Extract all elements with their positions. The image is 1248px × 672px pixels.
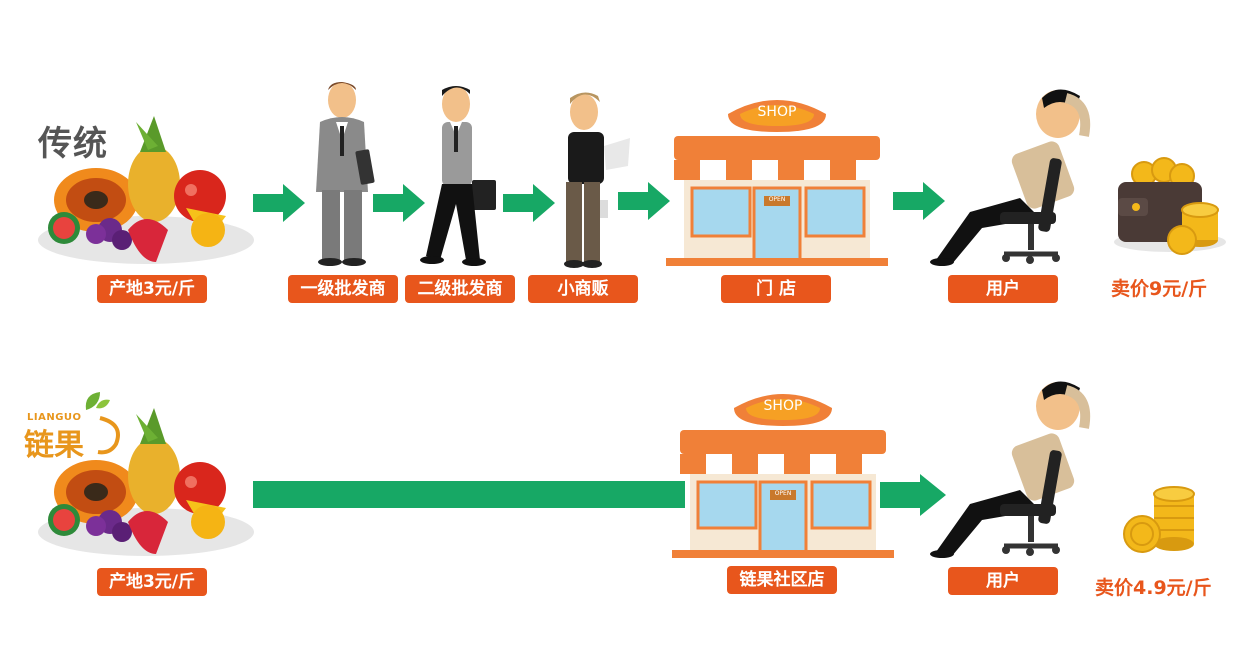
fruit-pile-icon	[38, 408, 254, 556]
wallet-coins-icon	[1114, 157, 1226, 255]
stage-label-wholesaler-2: 二级批发商	[405, 275, 515, 303]
arrow-icon	[503, 184, 555, 222]
coins-stack-icon	[1123, 486, 1195, 553]
traditional-title: 传统	[38, 124, 108, 164]
price-traditional: 卖价9元/斤	[1111, 278, 1208, 300]
wholesaler-2-icon	[420, 86, 496, 266]
user-label-traditional: 用户	[948, 275, 1058, 303]
shop-icon	[672, 394, 894, 558]
arrow-icon	[253, 184, 305, 222]
shop-icon	[666, 100, 888, 266]
arrow-icon	[373, 184, 425, 222]
origin-label-traditional: 产地3元/斤	[97, 275, 207, 303]
open-sign-lianguo: OPEN	[774, 490, 792, 497]
shop-sign-lianguo: SHOP	[763, 398, 803, 414]
shop-label-traditional: 门 店	[721, 275, 831, 303]
vendor-icon	[564, 92, 630, 268]
stage-label-wholesaler-1: 一级批发商	[288, 275, 398, 303]
origin-label-lianguo: 产地3元/斤	[97, 568, 207, 596]
wholesaler-1-icon	[316, 82, 375, 266]
leaf-icon	[85, 392, 110, 410]
user-icon	[930, 381, 1091, 558]
stage-label-vendor: 小商贩	[528, 275, 638, 303]
arrow-icon	[618, 182, 670, 220]
logo-swoosh-icon	[97, 416, 120, 455]
open-sign-traditional: OPEN	[768, 196, 786, 203]
logo-cn: 链果	[24, 428, 84, 463]
direct-supply-bar	[253, 481, 685, 508]
arrow-icon	[880, 474, 946, 516]
arrow-icon	[893, 182, 945, 220]
user-icon	[930, 89, 1091, 266]
shop-label-lianguo: 链果社区店	[727, 566, 837, 594]
shop-sign-traditional: SHOP	[757, 104, 797, 120]
user-label-lianguo: 用户	[948, 567, 1058, 595]
logo-en: LIANGUO	[27, 412, 82, 423]
fruit-pile-icon	[38, 116, 254, 264]
price-lianguo: 卖价4.9元/斤	[1095, 577, 1212, 599]
